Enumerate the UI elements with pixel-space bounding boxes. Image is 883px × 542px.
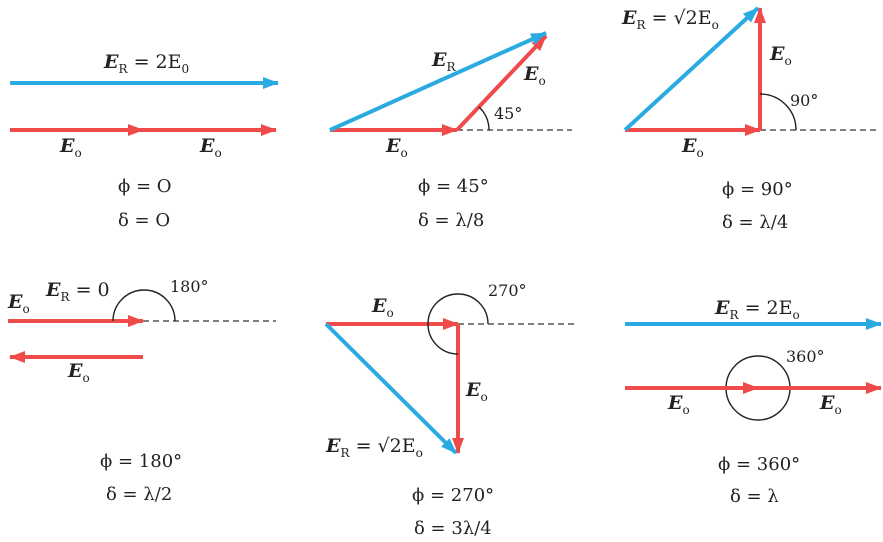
component-label-2: Eo: [465, 379, 488, 404]
component-label-1: Eo: [7, 291, 30, 316]
resultant-label: ER = √2Eo: [621, 7, 719, 32]
component-label-2: Eo: [819, 392, 842, 417]
resultant-label: ER = 0: [45, 279, 110, 304]
component-arrow-2: [455, 34, 548, 132]
path-difference-label: δ = O: [118, 210, 170, 231]
component-label-1: Eo: [371, 295, 394, 320]
resultant-label: ER: [431, 49, 456, 74]
resultant-arrow: [623, 6, 760, 132]
resultant-label: ER = 2Eo: [714, 297, 800, 322]
component-label-2: Eo: [199, 135, 222, 160]
angle-label: 270°: [488, 281, 527, 300]
resultant-arrow: [329, 31, 547, 132]
angle-arc: [478, 106, 490, 131]
component-label-1: Eo: [385, 135, 408, 160]
angle-label: 360°: [786, 347, 825, 366]
resultant-label: ER = √2Eo: [325, 435, 423, 460]
component-label-1: Eo: [667, 392, 690, 417]
angle-arc: [112, 289, 176, 322]
path-difference-label: δ = λ/4: [722, 212, 788, 233]
resultant-label: ER = 2E0: [103, 51, 189, 76]
angle-label: 45°: [494, 104, 522, 123]
panel-phase-45: 45° ER Eo Eo ϕ = 45° δ = λ/8: [329, 31, 572, 231]
angle-arc: [427, 293, 489, 355]
panel-phase-90: 90° ER = √2Eo Eo Eo ϕ = 90° δ = λ/4: [621, 6, 880, 233]
panel-phase-270: 270° Eo Eo ER = √2Eo ϕ = 270° δ = 3λ/4: [324, 281, 578, 539]
component-label-2: Eo: [769, 43, 792, 68]
path-difference-label: δ = 3λ/4: [414, 518, 492, 539]
path-difference-label: δ = λ/2: [106, 484, 172, 505]
phase-angle-label: ϕ = 360°: [718, 454, 800, 475]
phase-angle-label: ϕ = 180°: [100, 451, 182, 472]
component-label-2: Eo: [523, 63, 546, 88]
path-difference-label: δ = λ/8: [418, 210, 484, 231]
phase-angle-label: ϕ = 270°: [412, 485, 494, 506]
angle-label: 180°: [170, 277, 209, 296]
component-label-1: Eo: [681, 135, 704, 160]
panel-phase-360: ER = 2Eo 360° Eo Eo ϕ = 360° δ = λ: [625, 297, 882, 507]
phase-angle-label: ϕ = 90°: [722, 179, 793, 200]
component-label-2: Eo: [67, 360, 90, 385]
path-difference-label: δ = λ: [730, 486, 779, 507]
component-label-1: Eo: [59, 135, 82, 160]
angle-arc: [759, 93, 797, 131]
phase-angle-label: ϕ = 45°: [418, 176, 489, 197]
panel-phase-180: 180° ER = 0 Eo Eo ϕ = 180° δ = λ/2: [7, 277, 276, 505]
panel-phase-0: ER = 2E0 Eo Eo ϕ = O δ = O: [10, 51, 279, 231]
resultant-arrow: [324, 322, 458, 455]
angle-label: 90°: [790, 91, 818, 110]
phase-angle-label: ϕ = O: [118, 176, 172, 197]
